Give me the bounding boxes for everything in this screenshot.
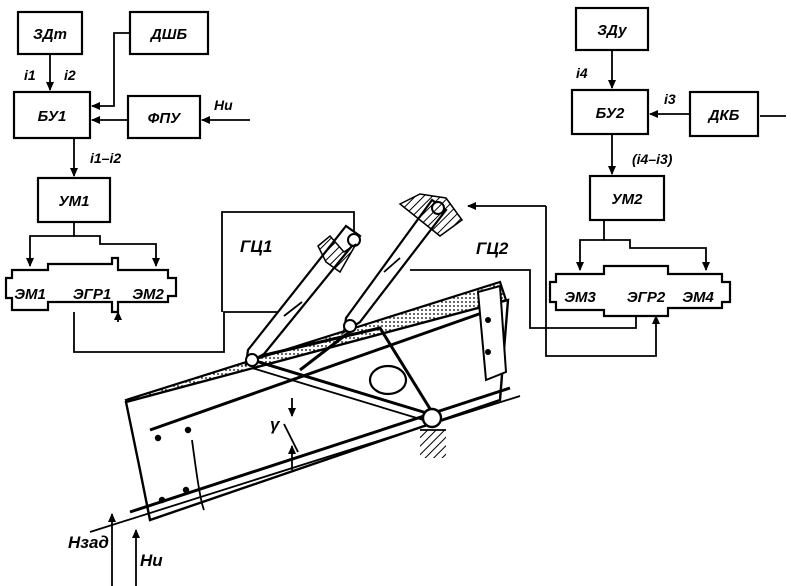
i2-signal: i2 — [64, 67, 76, 83]
bu1-block: БУ1 — [12, 90, 92, 140]
zdt-block: ЗДт — [16, 10, 84, 56]
bu1-label: БУ1 — [38, 108, 67, 125]
zdu-block: ЗДу — [574, 6, 650, 52]
h-zad-label: Hзад — [68, 533, 109, 552]
um1-block: УМ1 — [36, 176, 112, 224]
i4-signal: i4 — [576, 65, 588, 81]
i3-signal: i3 — [664, 91, 676, 107]
dshb-label: ДШБ — [149, 26, 188, 43]
egr2-assembly: ЭМ3 ЭГР2 ЭМ4 — [548, 264, 732, 318]
egr2-label: ЭГР2 — [627, 289, 666, 306]
hi-input-signal: Ни — [214, 97, 233, 113]
em4-label: ЭМ4 — [682, 289, 714, 306]
em1-label: ЭМ1 — [14, 286, 46, 303]
h-i-label: Hи — [140, 551, 163, 570]
diff1-signal: i1–i2 — [90, 150, 121, 166]
fpu-label: ФПУ — [148, 110, 183, 127]
right-wiring — [410, 50, 786, 357]
bu2-label: БУ2 — [596, 105, 625, 122]
gc1-label: ГЦ1 — [240, 237, 272, 256]
gc2-label: ГЦ2 — [476, 239, 509, 258]
dkb-label: ДКБ — [707, 107, 740, 124]
egr1-label: ЭГР1 — [73, 286, 111, 303]
um2-block: УМ2 — [588, 174, 666, 222]
fpu-block: ФПУ — [126, 94, 202, 140]
em3-label: ЭМ3 — [564, 289, 596, 306]
blade-mechanism — [89, 193, 521, 533]
um2-label: УМ2 — [612, 191, 644, 208]
dkb-block: ДКБ — [688, 90, 760, 138]
zdu-label: ЗДу — [597, 22, 627, 39]
gamma-label: γ — [270, 415, 281, 434]
gamma-angle-marker: γ — [270, 398, 299, 470]
i1-signal: i1 — [24, 67, 36, 83]
egr1-assembly: ЭМ1 ЭГР1 ЭМ2 — [4, 256, 178, 314]
left-wiring — [26, 32, 355, 353]
height-markers: Hзад Hи — [68, 513, 163, 586]
zdt-label: ЗДт — [33, 26, 67, 43]
em2-label: ЭМ2 — [132, 286, 164, 303]
um1-label: УМ1 — [59, 193, 90, 210]
bu2-block: БУ2 — [570, 88, 650, 136]
diff2-signal: (i4–i3) — [632, 151, 673, 167]
dshb-block: ДШБ — [128, 10, 210, 56]
